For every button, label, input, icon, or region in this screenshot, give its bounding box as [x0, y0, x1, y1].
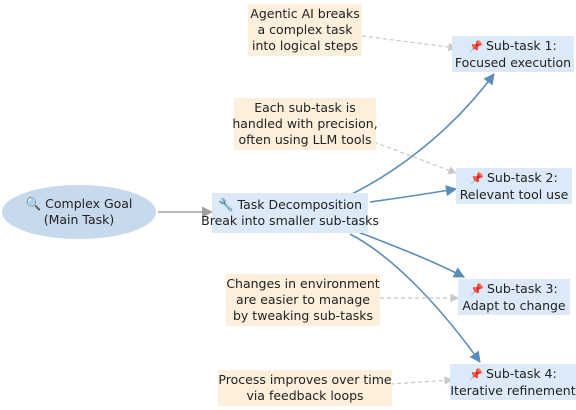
subtask-4-node: 📌Sub-task 4: Iterative refinement [450, 364, 576, 400]
note-1: Agentic AI breaks a complex task into lo… [248, 4, 362, 56]
pushpin-icon: 📌 [469, 367, 483, 381]
magnifier-icon: 🔍 [25, 196, 42, 211]
note-3-line: are easier to manage [236, 292, 370, 307]
note-4: Process improves over time via feedback … [218, 370, 392, 406]
main-goal-node: 🔍 Complex Goal (Main Task) [2, 185, 156, 239]
arrow-decomposition-to-subtask-4 [349, 233, 481, 363]
note-2: Each sub-task is handled with precision,… [232, 98, 378, 150]
pushpin-icon: 📌 [470, 282, 484, 296]
dashed-note-4-to-subtask-4 [389, 376, 453, 385]
note-1-line: into logical steps [252, 38, 358, 53]
wrench-icon: 🔧 [217, 197, 234, 212]
note-1-line: Agentic AI breaks [250, 6, 360, 21]
pushpin-icon: 📌 [470, 171, 484, 185]
subtask-2-title: Sub-task 2: [486, 169, 558, 185]
pushpin-icon: 📌 [469, 39, 483, 53]
arrow-decomposition-to-subtask-1 [349, 73, 495, 196]
note-4-line: via feedback loops [246, 388, 364, 403]
note-2-line: Each sub-task is [254, 100, 356, 115]
dashed-note-2-to-subtask-2 [373, 141, 457, 175]
subtask-3-title: Sub-task 3: [486, 280, 558, 296]
subtask-2-node: 📌Sub-task 2: Relevant tool use [456, 168, 572, 204]
note-4-line: Process improves over time [218, 372, 392, 387]
main-goal-title: Complex Goal [45, 196, 133, 211]
subtask-4-title: Sub-task 4: [485, 365, 557, 381]
subtask-3-node: 📌Sub-task 3: Adapt to change [458, 279, 570, 315]
arrow-decomposition-to-subtask-2 [369, 185, 458, 203]
note-2-line: handled with precision, [232, 116, 378, 131]
note-3-line: by tweaking sub-tasks [232, 308, 374, 323]
note-3: Changes in environment are easier to man… [226, 274, 380, 326]
subtask-3-desc: Adapt to change [462, 297, 566, 313]
note-1-line: a complex task [257, 22, 353, 37]
note-3-line: Changes in environment [226, 276, 380, 291]
note-2-line: often using LLM tools [238, 132, 372, 147]
subtask-1-node: 📌Sub-task 1: Focused execution [452, 36, 574, 72]
subtask-4-desc: Iterative refinement [450, 382, 576, 398]
subtask-1-title: Sub-task 1: [485, 37, 557, 53]
dashed-note-1-to-subtask-1 [361, 35, 457, 52]
decomposition-subtitle: Break into smaller sub-tasks [201, 213, 379, 228]
subtask-2-desc: Relevant tool use [459, 186, 569, 202]
main-goal-subtitle: (Main Task) [43, 212, 115, 227]
arrow-decomposition-to-subtask-3 [357, 231, 465, 278]
subtask-1-desc: Focused execution [454, 54, 572, 70]
task-decomposition-node: 🔧 Task Decomposition Break into smaller … [201, 193, 379, 233]
decomposition-title: Task Decomposition [237, 197, 363, 212]
